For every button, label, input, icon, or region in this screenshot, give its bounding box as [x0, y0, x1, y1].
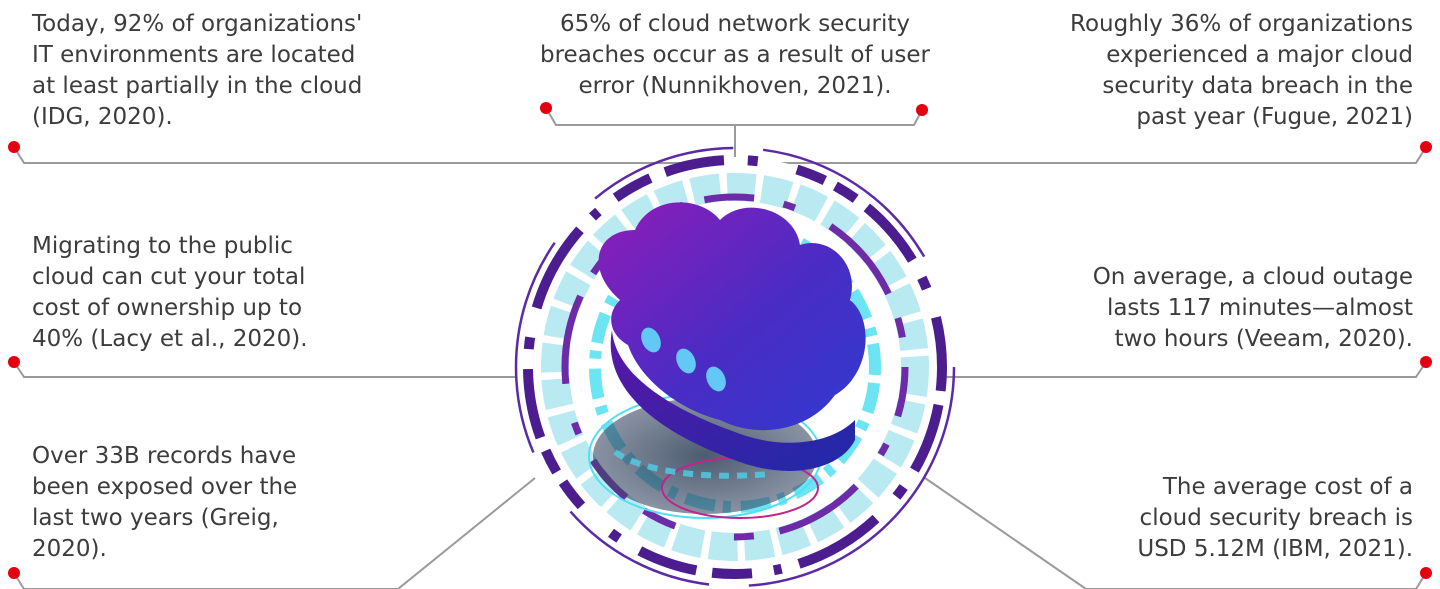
connector-top-left	[13, 146, 735, 164]
red-dot-marker	[8, 141, 20, 153]
connector-top-right	[735, 146, 1427, 164]
chat-dot	[641, 327, 661, 353]
inner-dashed-ring	[561, 193, 909, 541]
red-dot-marker	[8, 567, 20, 579]
stat-top-right: Roughly 36% of organizations experienced…	[1070, 11, 1413, 130]
red-dot-marker	[1420, 356, 1432, 368]
stat-top-center: 65% of cloud network security breaches o…	[540, 11, 930, 99]
red-dot-marker	[540, 102, 552, 114]
connector-middle-left	[13, 361, 515, 378]
chat-dot	[676, 348, 696, 374]
red-dot-marker	[1420, 567, 1432, 579]
cloud-chat-icon	[588, 202, 866, 519]
stat-middle-left: Migrating to the public cloud can cut yo…	[32, 233, 308, 352]
red-dot-marker	[8, 356, 20, 368]
stat-top-left: Today, 92% of organizations' IT environm…	[32, 11, 363, 130]
red-dot-markers	[8, 102, 1432, 579]
connector-bottom-right	[924, 477, 1427, 589]
stat-bottom-right: The average cost of a cloud security bre…	[1137, 474, 1413, 562]
connector-middle-right	[940, 361, 1427, 378]
chat-dot	[706, 366, 726, 392]
connector-lines	[13, 107, 1427, 589]
connector-top-center	[545, 107, 923, 126]
outer-dashed-ring	[523, 155, 947, 579]
red-dot-marker	[1420, 141, 1432, 153]
red-dot-marker	[916, 104, 928, 116]
outer-thin-ring	[514, 146, 956, 588]
stat-bottom-left: Over 33B records have been exposed over …	[32, 443, 298, 562]
light-tile-ring	[541, 173, 929, 561]
connector-bottom-left	[13, 477, 536, 589]
stat-middle-right: On average, a cloud outage lasts 117 min…	[1092, 264, 1413, 352]
